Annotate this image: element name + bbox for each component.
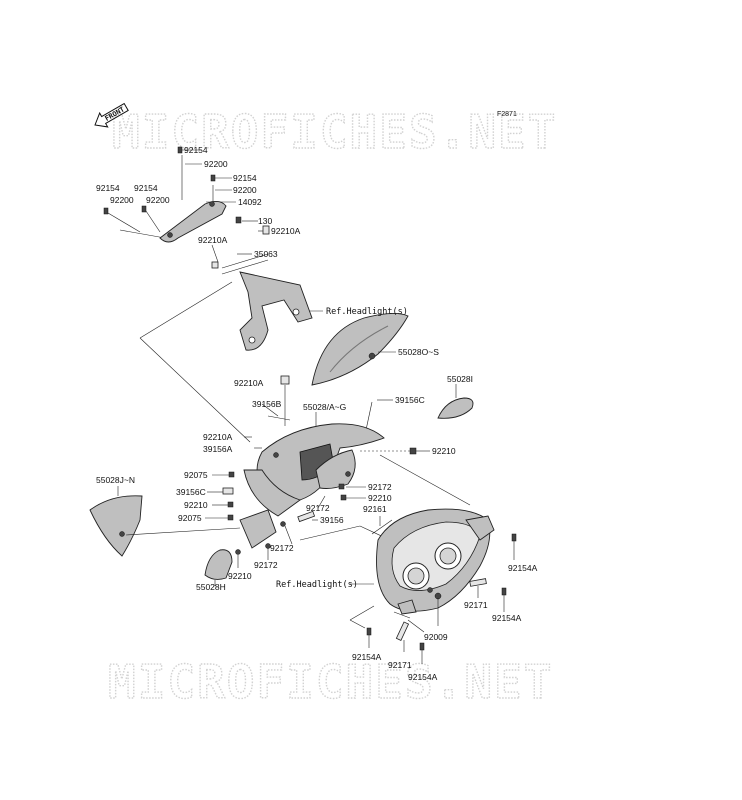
watermark-bottom: MICROFICHES.NET [108, 655, 553, 709]
label-92210a-b: 92210A [198, 235, 228, 245]
label-92154-c: 92154 [134, 183, 158, 193]
headlight-mount-tab [465, 515, 495, 541]
label-39156b: 39156B [252, 399, 282, 409]
figure-code: F2871 [497, 111, 517, 118]
cowl-side-right [315, 449, 356, 489]
headlight-lower-tab [397, 599, 417, 615]
cowl-side-left [243, 469, 301, 517]
label-92172-b: 92172 [306, 503, 330, 513]
label-35063: 35063 [254, 249, 278, 259]
part-55028h [204, 549, 233, 580]
label-92154a-d: 92154A [408, 672, 438, 682]
label-39156c-a: 39156C [395, 395, 425, 405]
label-92172-d: 92172 [254, 560, 278, 570]
label-92210a-a: 92210A [271, 226, 301, 236]
label-92075-b: 92075 [178, 513, 202, 523]
label-55028o-s: 55028O~S [398, 347, 439, 357]
label-92154-d: 92154 [233, 173, 257, 183]
part-55028i [437, 397, 474, 419]
label-92200-d: 92200 [233, 185, 257, 195]
label-92200-a: 92200 [204, 159, 228, 169]
label-92161: 92161 [363, 504, 387, 514]
side-panel-55028jn [89, 495, 143, 557]
label-92154-b: 92154 [96, 183, 120, 193]
label-39156: 39156 [320, 515, 344, 525]
label-92154a-a: 92154A [508, 563, 538, 573]
label-92154a-c: 92154A [352, 652, 382, 662]
ref-headlight-bottom: Ref.Headlight(s) [276, 580, 358, 590]
headlight-stay [239, 271, 313, 351]
label-92009: 92009 [424, 632, 448, 642]
label-92210-a: 92210 [432, 446, 456, 456]
label-39156a: 39156A [203, 444, 233, 454]
label-92172-c: 92172 [270, 543, 294, 553]
label-55028-a-g: 55028/A~G [303, 402, 346, 412]
label-92210a-c: 92210A [234, 378, 264, 388]
label-92171-a: 92171 [464, 600, 488, 610]
label-14092: 14092 [238, 197, 262, 207]
label-92210-d: 92210 [228, 571, 252, 581]
label-92075-a: 92075 [184, 470, 208, 480]
label-92210a-d: 92210A [203, 432, 233, 442]
upper-cowl-panel [311, 313, 409, 386]
label-92154-a: 92154 [184, 145, 208, 155]
label-92210-c: 92210 [184, 500, 208, 510]
label-92200-c: 92200 [146, 195, 170, 205]
label-55028j-n: 55028J~N [96, 475, 135, 485]
label-130: 130 [258, 216, 272, 226]
label-92154a-b: 92154A [492, 613, 522, 623]
label-55028h: 55028H [196, 582, 226, 592]
label-92200-b: 92200 [110, 195, 134, 205]
watermark-top: MICROFICHES.NET [112, 105, 557, 159]
label-92171-b: 92171 [388, 660, 412, 670]
label-55028i: 55028I [447, 374, 473, 384]
label-92210-b: 92210 [368, 493, 392, 503]
ref-headlight-top: Ref.Headlight(s) [326, 307, 408, 317]
label-92172-a: 92172 [368, 482, 392, 492]
label-39156c-b: 39156C [176, 487, 206, 497]
cowl-lower-bracket [239, 509, 277, 549]
